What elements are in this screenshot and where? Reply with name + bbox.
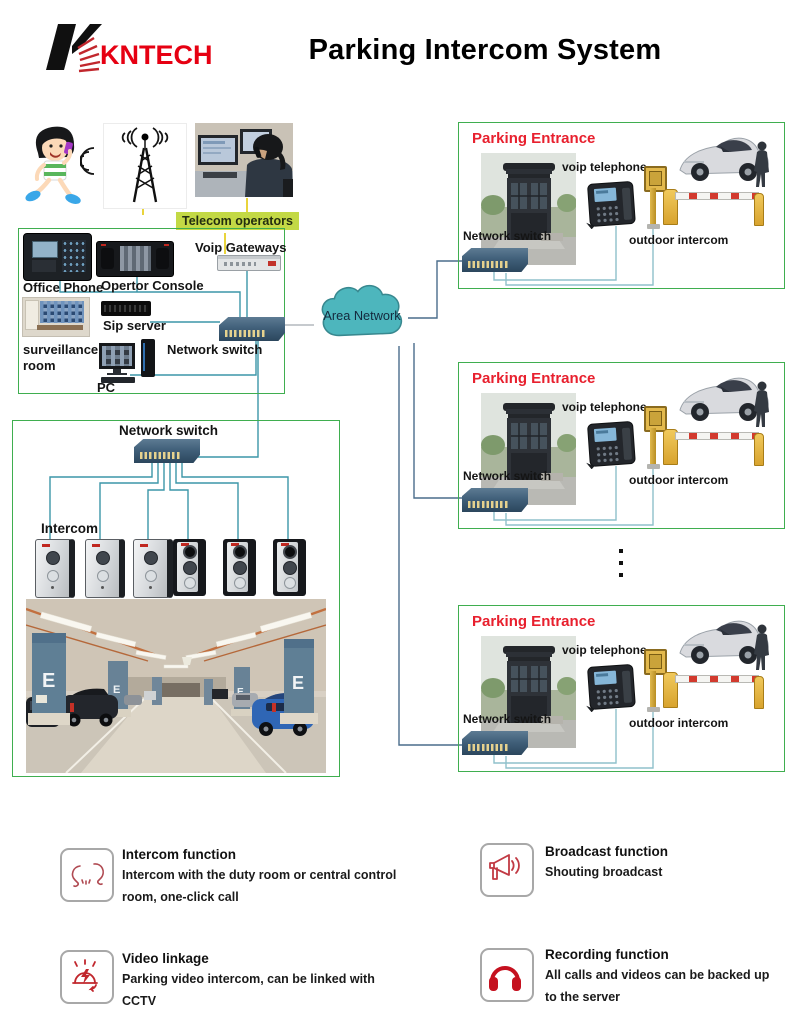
operator-console-label: Opertor Console bbox=[101, 278, 204, 293]
operator-photo bbox=[195, 123, 293, 197]
cartoon-caller-image bbox=[25, 126, 81, 204]
voip-telephone-image bbox=[586, 664, 636, 712]
megaphone-icon bbox=[489, 854, 520, 880]
network-switch-label: Network switch bbox=[463, 712, 552, 726]
person-silhouette bbox=[754, 141, 769, 187]
logo-red-stripes bbox=[77, 36, 101, 73]
alarm-light-icon bbox=[72, 959, 98, 992]
feature-title: Broadcast function bbox=[545, 844, 669, 859]
control-center-box: Office Phone Opertor Console Voip Gatewa… bbox=[18, 228, 287, 395]
network-switch-image bbox=[462, 248, 528, 272]
surveillance-room-photo bbox=[22, 297, 90, 337]
office-phone-label: Office Phone bbox=[23, 280, 104, 295]
network-switch-image bbox=[462, 488, 528, 512]
intercom-unit bbox=[273, 539, 306, 596]
parking-entrance-title: Parking Entrance bbox=[472, 370, 596, 387]
feature-title: Video linkage bbox=[122, 951, 209, 966]
parking-entrance-box-1: Parking Entrance voip telephone bbox=[458, 122, 785, 289]
headphones-icon bbox=[489, 966, 521, 991]
intercom-label: Intercom bbox=[41, 521, 99, 536]
sip-server-label: Sip server bbox=[103, 318, 166, 333]
network-switch-label: Network switch bbox=[463, 229, 552, 243]
cloud-label: Area Network bbox=[323, 308, 401, 323]
outdoor-intercom-label: outdoor intercom bbox=[629, 716, 729, 730]
sip-server-image bbox=[101, 301, 151, 316]
logo-k-bar bbox=[46, 24, 76, 70]
control-network-switch-label: Network switch bbox=[167, 342, 263, 357]
network-switch-image bbox=[462, 731, 528, 755]
pillar-letter: E bbox=[42, 670, 55, 692]
person-silhouette bbox=[754, 624, 769, 670]
guard-booth-photo bbox=[481, 636, 576, 748]
svg-text:E: E bbox=[237, 687, 244, 698]
telecom-operators-label: Telecom operators bbox=[176, 212, 299, 230]
person-silhouette bbox=[754, 381, 769, 427]
intercom-unit bbox=[85, 539, 125, 598]
pc-image bbox=[99, 339, 157, 385]
page-title: Parking Intercom System bbox=[308, 34, 662, 66]
svg-text:E: E bbox=[113, 684, 120, 696]
network-switch-label: Network switch bbox=[463, 469, 552, 483]
voip-gateway-image bbox=[217, 255, 281, 271]
broadcast-function-iconbox bbox=[480, 843, 534, 897]
pc-label: PC bbox=[97, 380, 116, 395]
logo-text: KNTECH bbox=[100, 40, 212, 70]
intercom-unit bbox=[223, 539, 256, 596]
intercom-unit bbox=[173, 539, 206, 596]
intercom-group-box: Network switch Intercom bbox=[12, 420, 340, 777]
parking-entrance-box-2: Parking Entrance voip telephone bbox=[458, 362, 785, 529]
outdoor-intercom-label: outdoor intercom bbox=[629, 233, 729, 247]
radio-tower-image bbox=[103, 123, 187, 209]
operator-console-image bbox=[96, 241, 174, 277]
surveillance-room-label: surveillance room bbox=[23, 342, 99, 374]
feature-title: Intercom function bbox=[122, 847, 236, 862]
guard-booth-photo bbox=[481, 153, 576, 265]
intercom-unit bbox=[35, 539, 75, 598]
intercom-faces-icon bbox=[71, 863, 104, 888]
parking-entrance-title: Parking Entrance bbox=[472, 130, 596, 147]
intercom-network-switch-image bbox=[134, 439, 200, 463]
area-network-cloud: Area Network bbox=[321, 285, 403, 337]
voip-telephone-label: voip telephone bbox=[562, 400, 647, 414]
intercom-unit bbox=[133, 539, 173, 598]
voip-telephone-image bbox=[586, 181, 636, 229]
intercom-function-iconbox bbox=[60, 848, 114, 902]
car-image bbox=[679, 620, 769, 670]
feature-desc: Shouting broadcast bbox=[545, 865, 663, 879]
recording-function-iconbox bbox=[480, 948, 534, 1002]
parking-entrance-title: Parking Entrance bbox=[472, 613, 596, 630]
feature-desc: Intercom with the duty room or central c… bbox=[122, 868, 397, 904]
office-phone-image bbox=[23, 233, 92, 281]
guard-booth-photo bbox=[481, 393, 576, 505]
signal-waves-icon bbox=[80, 147, 95, 175]
voip-gateways-label: Voip Gateways bbox=[195, 240, 287, 255]
car-image bbox=[679, 377, 769, 427]
pillar-letter: E bbox=[292, 673, 304, 693]
parking-garage-photo: E E E E bbox=[26, 599, 326, 773]
voip-telephone-label: voip telephone bbox=[562, 160, 647, 174]
parking-entrance-box-3: Parking Entrance voip telephone bbox=[458, 605, 785, 772]
feature-title: Recording function bbox=[545, 947, 669, 962]
voip-telephone-image bbox=[586, 421, 636, 469]
intercom-network-switch-label: Network switch bbox=[119, 423, 219, 438]
car-image bbox=[679, 137, 769, 187]
voip-telephone-label: voip telephone bbox=[562, 643, 647, 657]
outdoor-intercom-label: outdoor intercom bbox=[629, 473, 729, 487]
feature-desc: Parking video intercom, can be linked wi… bbox=[122, 972, 375, 1008]
kntech-logo: KNTECH bbox=[46, 24, 212, 73]
more-entrances-dots bbox=[619, 549, 623, 577]
video-linkage-iconbox bbox=[60, 950, 114, 1004]
control-network-switch-image bbox=[219, 317, 285, 341]
